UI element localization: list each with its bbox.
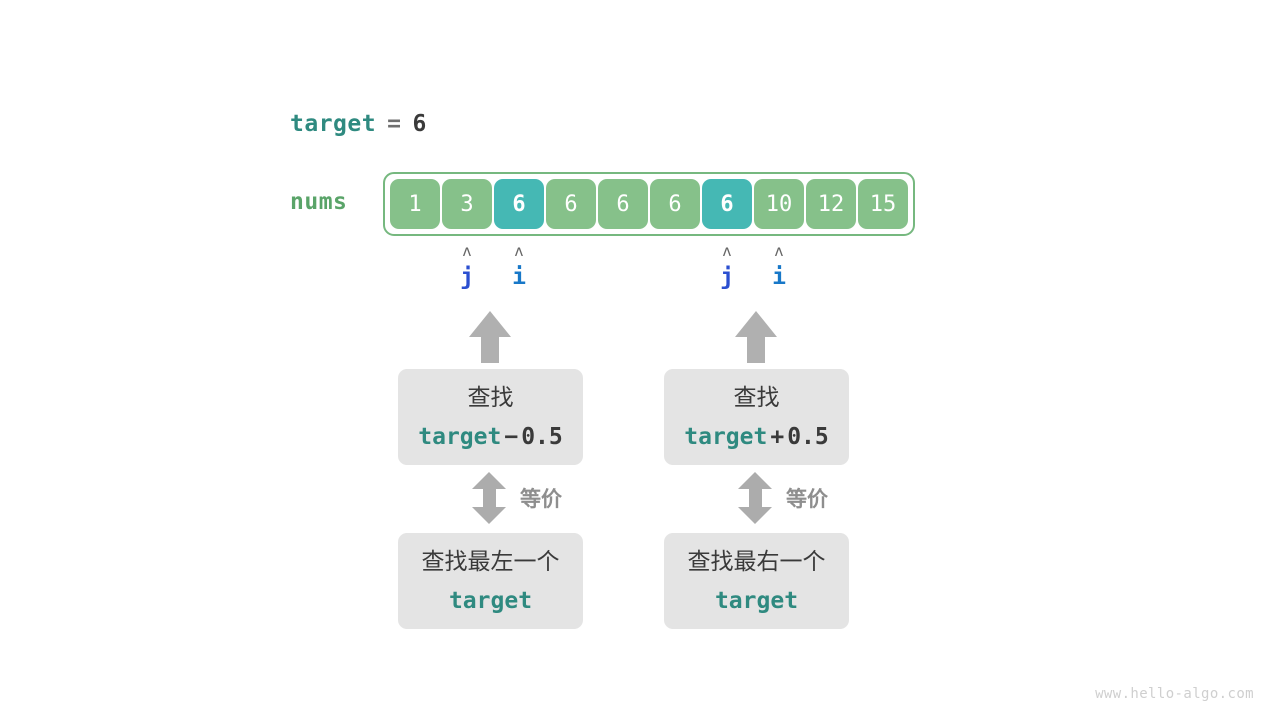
arrow-head bbox=[735, 311, 777, 337]
box-expression: target+0.5 bbox=[684, 422, 829, 452]
box-title: 查找最左一个 bbox=[421, 548, 560, 575]
array-cell: 6 bbox=[702, 179, 752, 229]
array-cell: 10 bbox=[754, 179, 804, 229]
search-offset-box-right: 查找 target+0.5 bbox=[664, 369, 849, 465]
caret-icon: ʌ bbox=[722, 242, 732, 260]
box-title: 查找 bbox=[733, 384, 780, 411]
arrow-head-up bbox=[738, 472, 772, 489]
array-cell: 12 bbox=[806, 179, 856, 229]
search-offset-box-left: 查找 target−0.5 bbox=[398, 369, 583, 465]
expr-delta: 0.5 bbox=[787, 423, 829, 450]
arrow-head-up bbox=[472, 472, 506, 489]
arrow-shaft bbox=[747, 337, 765, 363]
array-cell: 3 bbox=[442, 179, 492, 229]
arrow-head-down bbox=[472, 507, 506, 524]
array-cell: 6 bbox=[650, 179, 700, 229]
expr-operator: − bbox=[504, 423, 519, 450]
target-value: 6 bbox=[412, 111, 427, 137]
expr-operator: + bbox=[770, 423, 785, 450]
array-cell: 1 bbox=[390, 179, 440, 229]
pointer-label: i bbox=[512, 264, 526, 290]
equivalence-label: 等价 bbox=[520, 487, 562, 511]
target-expression: target = 6 bbox=[290, 111, 427, 137]
watermark: www.hello-algo.com bbox=[1095, 686, 1254, 702]
up-arrow-right bbox=[735, 311, 777, 363]
box-expression: target−0.5 bbox=[418, 422, 563, 452]
caret-icon: ʌ bbox=[514, 242, 524, 260]
equals-operator: = bbox=[387, 111, 402, 137]
pointer-label: j bbox=[460, 264, 474, 290]
array-cell: 6 bbox=[546, 179, 596, 229]
expr-target: target bbox=[684, 423, 768, 450]
equivalence-label: 等价 bbox=[786, 487, 828, 511]
search-rightmost-box: 查找最右一个 target bbox=[664, 533, 849, 629]
double-arrow-icon bbox=[472, 472, 506, 524]
arrow-shaft bbox=[481, 337, 499, 363]
expr-target: target bbox=[448, 587, 533, 614]
equivalence-group-left: 等价 bbox=[472, 472, 562, 524]
array-cell: 15 bbox=[858, 179, 908, 229]
arrow-head bbox=[469, 311, 511, 337]
expr-target: target bbox=[714, 587, 799, 614]
target-variable-name: target bbox=[290, 111, 377, 137]
pointer-label: i bbox=[772, 264, 786, 290]
array-cell: 6 bbox=[494, 179, 544, 229]
box-expression: target bbox=[715, 586, 798, 616]
up-arrow-left bbox=[469, 311, 511, 363]
search-leftmost-box: 查找最左一个 target bbox=[398, 533, 583, 629]
double-arrow-icon bbox=[738, 472, 772, 524]
array-cell: 6 bbox=[598, 179, 648, 229]
array-label: nums bbox=[290, 189, 348, 215]
arrow-shaft bbox=[748, 489, 762, 507]
caret-icon: ʌ bbox=[774, 242, 784, 260]
expr-target: target bbox=[418, 423, 502, 450]
box-title: 查找最右一个 bbox=[687, 548, 826, 575]
caret-icon: ʌ bbox=[462, 242, 472, 260]
box-expression: target bbox=[449, 586, 532, 616]
pointer-label: j bbox=[720, 264, 734, 290]
expr-delta: 0.5 bbox=[521, 423, 563, 450]
arrow-head-down bbox=[738, 507, 772, 524]
box-title: 查找 bbox=[467, 384, 514, 411]
equivalence-group-right: 等价 bbox=[738, 472, 828, 524]
arrow-shaft bbox=[482, 489, 496, 507]
